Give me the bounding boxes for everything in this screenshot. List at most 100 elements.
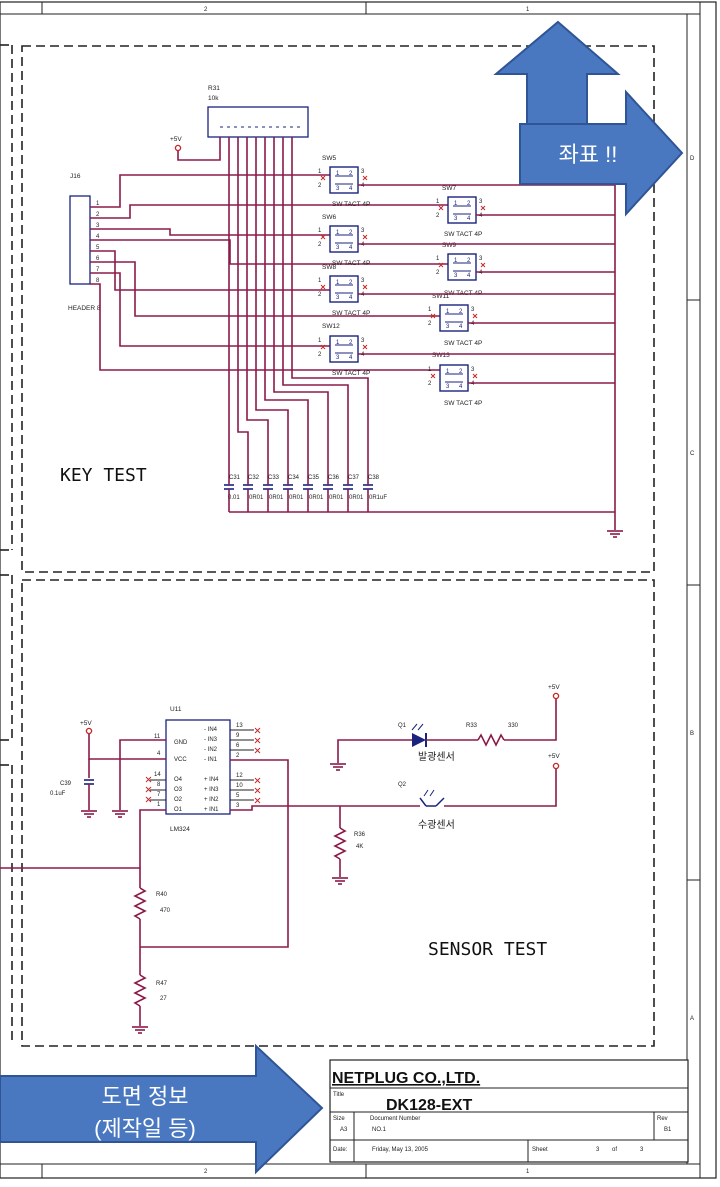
u11-supply-label: +5V: [80, 720, 92, 727]
r40-ref: R40: [156, 892, 168, 898]
key-test-title: KEY TEST: [60, 465, 147, 486]
switch-sw5: SW5 SW TACT 4P: [317, 155, 370, 208]
svg-text:12: 12: [236, 773, 243, 779]
svg-text:0R01: 0R01: [289, 495, 304, 501]
svg-text:0R1uF: 0R1uF: [369, 495, 387, 501]
svg-text:2: 2: [236, 753, 240, 759]
svg-text:4: 4: [96, 234, 100, 240]
svg-text:SW TACT 4P: SW TACT 4P: [444, 400, 482, 407]
rev-value: B1: [664, 1127, 672, 1133]
svg-text:5: 5: [236, 793, 240, 799]
frame-right-label: A: [690, 1016, 694, 1022]
svg-text:O3: O3: [174, 787, 183, 793]
coordinates-label: 좌표 !!: [559, 142, 618, 167]
title-label: Title: [333, 1092, 345, 1098]
capacitor-row: C31 C32 C33 C34 C35 C36 C37 C38 0.01 0R0…: [223, 475, 615, 513]
svg-text:14: 14: [154, 772, 161, 778]
svg-text:SW5: SW5: [322, 155, 336, 162]
u11-ref: U11: [170, 706, 182, 713]
r36-resistor: [333, 827, 347, 860]
drawing-info-annotation: 도면 정보 (제작일 등): [0, 1043, 324, 1175]
svg-text:0R01: 0R01: [309, 495, 324, 501]
switch-sw9: SW9 SW TACT 4P: [435, 242, 486, 297]
svg-text:4: 4: [157, 751, 161, 757]
sensor-test-region: SENSOR TEST U11 LM324 GND VCC O4 O3 O2 O…: [0, 579, 655, 1047]
drawing-title: DK128-EXT: [386, 1097, 472, 1114]
svg-text:C37: C37: [348, 475, 360, 481]
svg-text:C38: C38: [368, 475, 380, 481]
drawing-info-line2: (제작일 등): [94, 1116, 196, 1141]
svg-text:9: 9: [236, 733, 240, 739]
switch-sw12: SW12 SW TACT 4P: [317, 323, 370, 377]
svg-text:SW TACT 4P: SW TACT 4P: [332, 260, 370, 267]
q2-supply-label: +5V: [548, 753, 560, 760]
svg-text:- IN4: - IN4: [204, 727, 218, 733]
svg-text:10: 10: [236, 783, 243, 789]
svg-text:8: 8: [96, 278, 100, 284]
u11-name: LM324: [170, 826, 190, 833]
u11-right-pins: - IN4 - IN3 - IN2 - IN1 + IN4 + IN3 + IN…: [204, 723, 261, 813]
docnum-label: Document Number: [370, 1116, 420, 1122]
svg-text:+ IN3: + IN3: [204, 787, 219, 793]
svg-text:C33: C33: [268, 475, 280, 481]
svg-text:1: 1: [157, 802, 161, 808]
svg-text:SW6: SW6: [322, 214, 336, 221]
sheet-total: 3: [640, 1147, 644, 1153]
r33-resistor: [477, 733, 505, 747]
r31-resistor-array: [207, 106, 309, 138]
j16-header: [69, 195, 91, 285]
r31-value: 10k: [208, 95, 219, 102]
svg-text:- IN1: - IN1: [204, 757, 218, 763]
svg-text:SW11: SW11: [432, 293, 450, 300]
q2-label: 수광센서: [418, 819, 455, 831]
q1-supply-label: +5V: [548, 684, 560, 691]
svg-text:0R01: 0R01: [249, 495, 264, 501]
svg-text:1: 1: [96, 201, 100, 207]
svg-text:3: 3: [96, 223, 100, 229]
svg-text:0R01: 0R01: [349, 495, 364, 501]
svg-text:0.01: 0.01: [228, 495, 240, 501]
r33-value: 330: [508, 723, 519, 729]
date-value: Friday, May 13, 2005: [372, 1147, 429, 1153]
svg-text:SW TACT 4P: SW TACT 4P: [444, 231, 482, 238]
switch-sw8: SW8 SW TACT 4P: [317, 264, 370, 317]
svg-text:SW8: SW8: [322, 264, 336, 271]
sheet-label: Sheet: [532, 1147, 548, 1153]
frame-top-label: 1: [526, 7, 530, 13]
svg-text:0R01: 0R01: [269, 495, 284, 501]
date-label: Date:: [333, 1147, 348, 1153]
svg-text:8: 8: [157, 782, 161, 788]
up-arrow-icon: [493, 20, 621, 127]
header-wires: [90, 174, 448, 371]
j16-ref: J16: [70, 173, 81, 180]
svg-text:11: 11: [154, 734, 161, 740]
q1-ref: Q1: [398, 723, 407, 729]
r31-ref: R31: [208, 85, 220, 92]
svg-text:SW9: SW9: [442, 242, 456, 249]
drawing-info-line1: 도면 정보: [101, 1084, 188, 1109]
docnum-value: NO.1: [372, 1127, 387, 1133]
svg-text:6: 6: [96, 256, 100, 262]
svg-text:2: 2: [96, 212, 100, 218]
pullup-wires: [228, 137, 369, 475]
sheet-number: 3: [596, 1147, 600, 1153]
svg-text:VCC: VCC: [174, 757, 187, 763]
switch-ground-wires: [358, 184, 624, 538]
frame-bottom-label: 1: [526, 1169, 530, 1175]
key-supply-label: +5V: [170, 136, 182, 143]
sensor-test-title: SENSOR TEST: [428, 939, 547, 960]
switch-sw13: SW13 SW TACT 4P: [427, 352, 482, 407]
svg-text:SW TACT 4P: SW TACT 4P: [332, 370, 370, 377]
j16-name: HEADER 8: [68, 305, 101, 312]
q1-led: [411, 723, 427, 747]
svg-text:5: 5: [96, 245, 100, 251]
q2-ref: Q2: [398, 782, 407, 788]
svg-text:GND: GND: [174, 740, 188, 746]
frame-right-label: C: [690, 451, 695, 457]
c39-value: 0.1uF: [50, 791, 66, 797]
u11-left-pins: GND VCC O4 O3 O2 O1 11 4 14 8 7 1: [154, 734, 188, 813]
q1-label: 발광센서: [418, 751, 455, 763]
rev-label: Rev: [657, 1116, 668, 1122]
svg-text:O4: O4: [174, 777, 183, 783]
